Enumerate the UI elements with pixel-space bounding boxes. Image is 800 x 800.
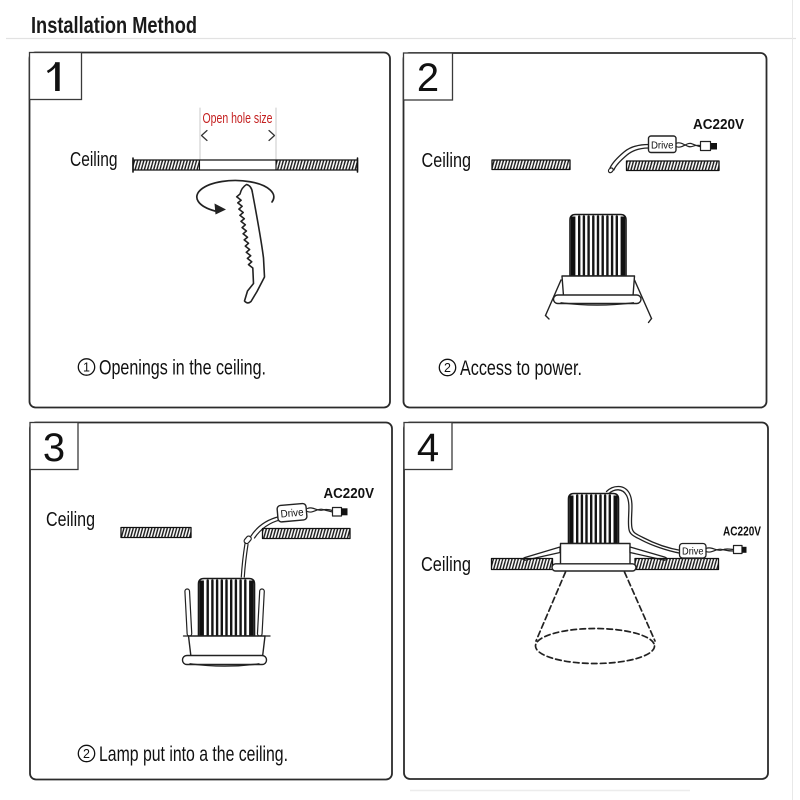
- svg-text:AC220V: AC220V: [324, 486, 375, 502]
- svg-text:Open hole size: Open hole size: [203, 111, 273, 127]
- svg-text:Installation Method: Installation Method: [31, 12, 197, 38]
- svg-text:Ceiling: Ceiling: [421, 554, 471, 576]
- svg-text:Drive: Drive: [651, 139, 674, 151]
- svg-text:1: 1: [83, 361, 90, 375]
- svg-text:Lamp put into a the ceiling.: Lamp put into a the ceiling.: [99, 743, 288, 766]
- svg-text:Drive: Drive: [280, 506, 304, 520]
- svg-text:Ceiling: Ceiling: [70, 149, 118, 171]
- svg-text:4: 4: [417, 426, 439, 470]
- svg-text:3: 3: [43, 426, 65, 470]
- svg-text:Drive: Drive: [682, 547, 704, 558]
- svg-text:AC220V: AC220V: [723, 524, 761, 539]
- svg-text:2: 2: [417, 56, 439, 100]
- svg-text:Access to power.: Access to power.: [460, 357, 582, 380]
- svg-text:AC220V: AC220V: [693, 117, 744, 133]
- svg-text:2: 2: [83, 747, 90, 761]
- svg-text:2: 2: [444, 361, 451, 375]
- svg-text:Ceiling: Ceiling: [46, 509, 95, 531]
- svg-text:Ceiling: Ceiling: [422, 150, 472, 172]
- svg-text:Openings in the ceiling.: Openings in the ceiling.: [99, 357, 266, 380]
